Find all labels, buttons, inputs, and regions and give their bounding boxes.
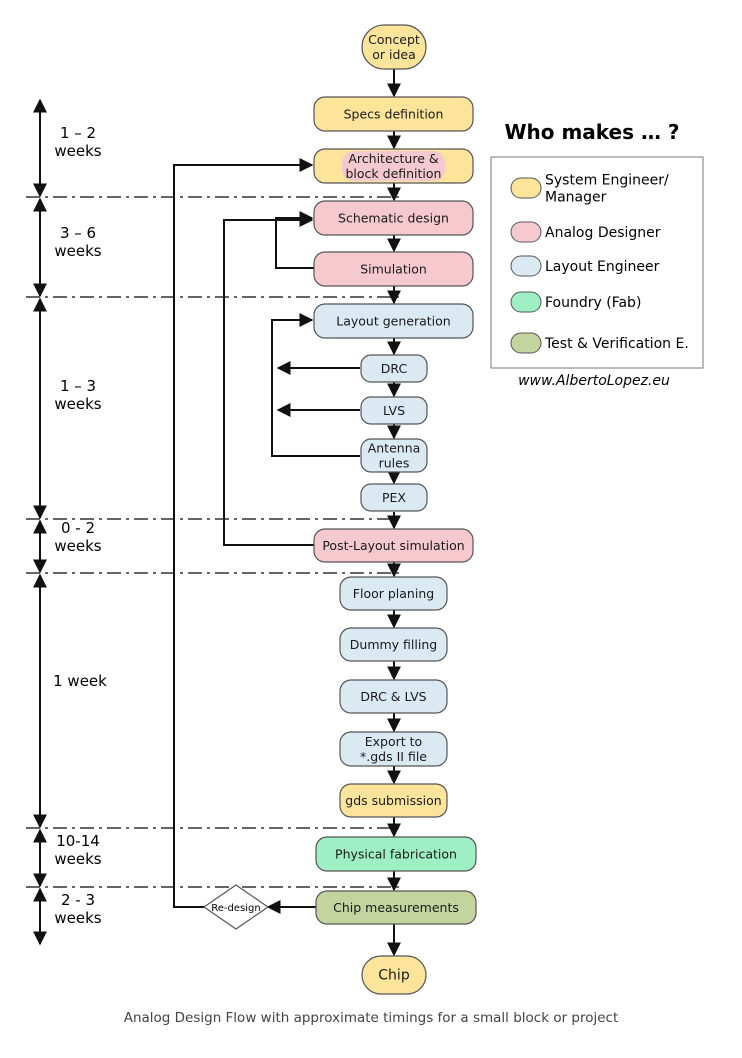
node-shared-highlight	[342, 151, 445, 181]
node-label: Simulation	[360, 262, 427, 277]
node-drc: DRC	[360, 354, 428, 383]
node-box	[339, 576, 448, 611]
connectors	[173, 68, 401, 957]
legend-item: Test & Verification E.	[510, 332, 689, 354]
redesign-decision: Re-design	[202, 884, 270, 930]
legend-item: Analog Designer	[510, 221, 661, 243]
node-export: Export to*.gds II file	[339, 731, 448, 767]
node-gds: gds submission	[339, 783, 448, 818]
node-layout-gen: Layout generation	[313, 303, 474, 339]
node-box	[339, 783, 448, 818]
node-schematic: Schematic design	[313, 200, 474, 236]
node-drc-lvs: DRC & LVS	[339, 679, 448, 714]
legend-website: www.AlbertoLopez.eu	[518, 373, 670, 389]
legend-swatch	[510, 332, 542, 354]
node-chip-meas: Chip measurements	[315, 890, 477, 925]
node-box	[360, 396, 428, 425]
legend-swatch	[510, 221, 542, 243]
legend-swatch	[510, 177, 542, 199]
node-chip: Chip	[361, 955, 427, 995]
legend: Who makes … ? System Engineer/ManagerAna…	[490, 120, 704, 389]
legend-label: System Engineer/Manager	[545, 173, 669, 206]
node-fab: Physical fabrication	[315, 836, 477, 872]
node-label: Physical fabrication	[335, 847, 457, 862]
node-dummy: Dummy filling	[339, 627, 448, 662]
node-box	[361, 24, 427, 70]
legend-swatch	[510, 255, 542, 277]
legend-swatch	[510, 291, 542, 313]
node-label: gds submission	[345, 793, 441, 808]
redesign-label: Re-design	[211, 903, 260, 914]
node-label: PEX	[382, 490, 406, 505]
node-box	[313, 528, 474, 563]
node-lvs: LVS	[360, 396, 428, 425]
legend-item: System Engineer/Manager	[510, 173, 669, 206]
node-label: Chip measurements	[333, 900, 459, 915]
node-box	[339, 627, 448, 662]
legend-label: Layout Engineer	[545, 259, 660, 275]
node-floor: Floor planing	[339, 576, 448, 611]
figure-caption: Analog Design Flow with approximate timi…	[123, 1010, 619, 1026]
legend-label: Test & Verification E.	[544, 336, 689, 352]
node-label: Architecture &block definition	[346, 151, 442, 181]
node-label: Specs definition	[344, 107, 444, 122]
node-box	[339, 731, 448, 767]
legend-item: Layout Engineer	[510, 255, 660, 277]
node-post-layout: Post-Layout simulation	[313, 528, 474, 563]
node-label: Export to*.gds II file	[360, 734, 427, 764]
node-label: LVS	[383, 403, 405, 418]
node-label: Schematic design	[338, 211, 449, 226]
node-label: DRC	[381, 361, 408, 376]
node-box	[313, 96, 474, 132]
node-box	[313, 200, 474, 236]
node-box	[360, 354, 428, 383]
node-label: Chip	[378, 968, 410, 984]
timeline-label-5: 1 week	[53, 672, 107, 690]
node-box	[313, 303, 474, 339]
node-label: Floor planing	[353, 586, 434, 601]
legend-label: Analog Designer	[545, 225, 661, 241]
node-box	[315, 890, 477, 925]
legend-item: Foundry (Fab)	[510, 291, 641, 313]
legend-label: Foundry (Fab)	[545, 295, 641, 311]
node-box	[360, 483, 428, 512]
node-label: Post-Layout simulation	[322, 538, 464, 553]
node-pex: PEX	[360, 483, 428, 512]
node-architecture: Architecture &block definition	[313, 148, 474, 184]
node-box	[339, 679, 448, 714]
legend-title: Who makes … ?	[504, 120, 679, 144]
node-box	[360, 438, 428, 473]
node-label: Dummy filling	[350, 637, 437, 652]
node-label: DRC & LVS	[360, 689, 426, 704]
node-box	[361, 955, 427, 995]
node-simulation: Simulation	[313, 251, 474, 287]
node-specs: Specs definition	[313, 96, 474, 132]
node-box	[315, 836, 477, 872]
node-box	[313, 251, 474, 287]
node-label: Layout generation	[336, 314, 450, 329]
